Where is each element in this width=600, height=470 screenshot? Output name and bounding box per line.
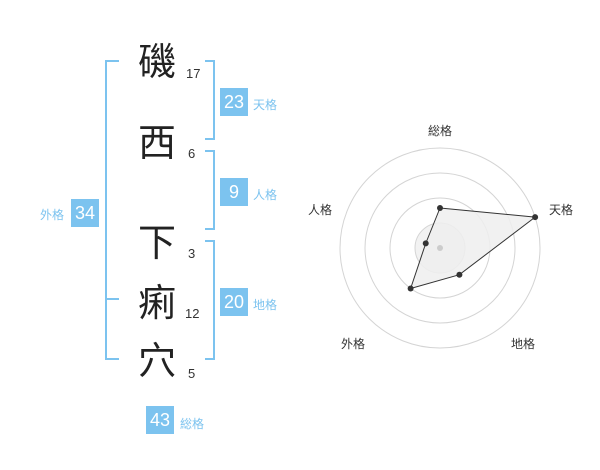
stroke-count-4: 12 bbox=[185, 306, 200, 321]
tenkaku-badge: 23 bbox=[220, 88, 248, 116]
jinkaku-label: 人格 bbox=[253, 188, 278, 202]
stroke-count-2: 6 bbox=[188, 146, 196, 161]
name-char-5: 穴 bbox=[138, 339, 177, 383]
chikaku-badge: 20 bbox=[220, 288, 248, 316]
tenkaku-bracket-bottom bbox=[205, 138, 215, 140]
tenkaku-bracket bbox=[213, 60, 215, 140]
soukaku-label: 総格 bbox=[180, 417, 205, 431]
radar-grid-ring bbox=[339, 147, 541, 349]
gaikaku-bracket-top bbox=[105, 60, 119, 62]
radar-label-jinkaku: 人格 bbox=[308, 203, 333, 217]
stroke-count-5: 5 bbox=[188, 366, 196, 381]
chikaku-bracket-bottom bbox=[205, 358, 215, 360]
jinkaku-bracket-bottom bbox=[205, 228, 215, 230]
stroke-count-3: 3 bbox=[188, 246, 196, 261]
radar-value-polygon bbox=[409, 207, 537, 290]
tenkaku-bracket-top bbox=[205, 60, 215, 62]
soukaku-badge: 43 bbox=[146, 406, 174, 434]
name-char-3: 下 bbox=[138, 221, 177, 265]
radar-point-soukaku bbox=[437, 205, 443, 211]
radar-label-gaikaku: 外格 bbox=[341, 337, 366, 351]
radar-label-chikaku: 地格 bbox=[511, 337, 536, 351]
jinkaku-bracket bbox=[213, 150, 215, 230]
radar-point-gaikaku bbox=[407, 285, 414, 292]
gaikaku-badge: 34 bbox=[71, 199, 99, 227]
gaikaku-label: 外格 bbox=[40, 208, 65, 222]
jinkaku-badge: 9 bbox=[220, 178, 248, 206]
radar-label-soukaku: 総格 bbox=[428, 124, 453, 138]
tenkaku-label: 天格 bbox=[253, 98, 278, 112]
name-char-1: 磯 bbox=[138, 40, 177, 84]
jinkaku-bracket-top bbox=[205, 150, 215, 152]
chikaku-label: 地格 bbox=[253, 298, 278, 312]
chikaku-bracket-top bbox=[205, 240, 215, 242]
gaikaku-bracket-mid bbox=[105, 298, 119, 300]
gaikaku-bracket bbox=[105, 60, 107, 360]
radar-label-tenkaku: 天格 bbox=[549, 203, 574, 217]
name-char-2: 西 bbox=[138, 121, 177, 165]
radar-center-dot bbox=[437, 245, 443, 251]
radar-grid-ring bbox=[364, 172, 516, 324]
radar-point-tenkaku bbox=[532, 214, 539, 221]
gaikaku-bracket-bottom bbox=[105, 358, 119, 360]
radar-point-jinkaku bbox=[422, 240, 429, 247]
chikaku-bracket bbox=[213, 240, 215, 360]
stroke-count-1: 17 bbox=[186, 66, 201, 81]
radar-point-chikaku bbox=[456, 271, 463, 278]
name-char-4: 痢 bbox=[138, 281, 177, 325]
